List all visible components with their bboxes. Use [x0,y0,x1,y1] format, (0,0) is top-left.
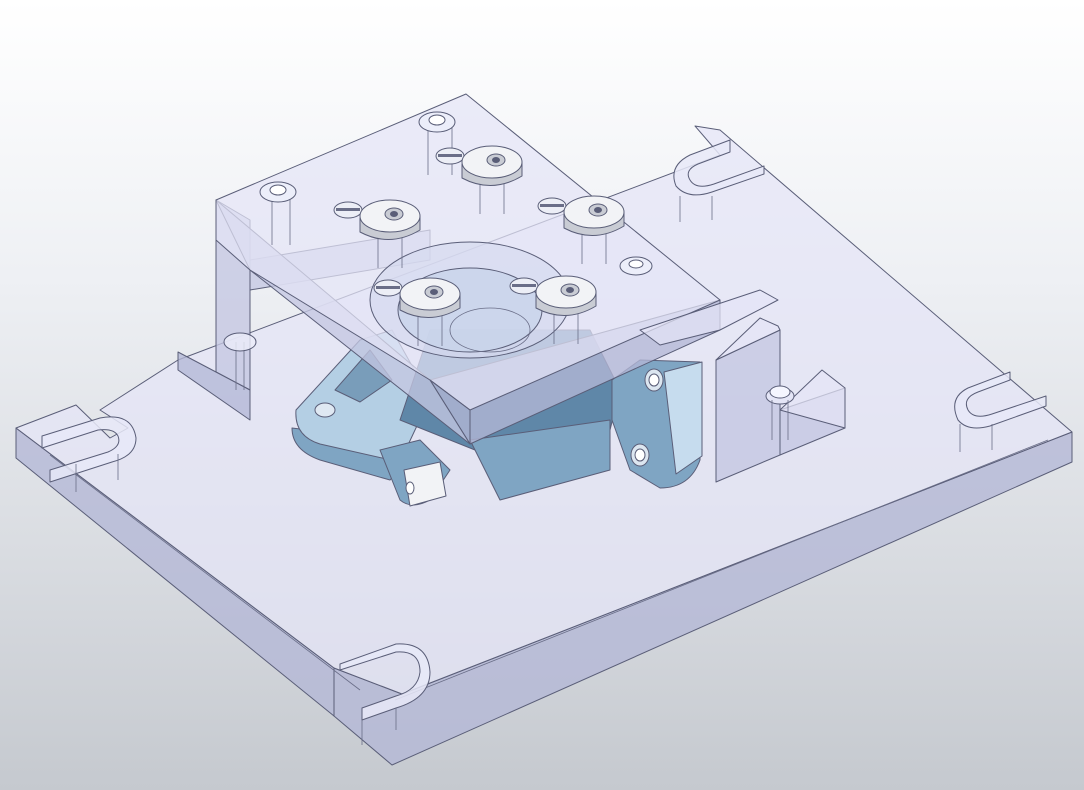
base-plate-hidden-edge-2 [394,439,1049,701]
workpiece-center-front [469,419,611,501]
clamp-screw[interactable] [509,275,597,344]
u-slot-back [673,139,765,222]
clamp-screw[interactable] [333,199,421,268]
clamp-screw[interactable] [537,195,625,264]
u-slot-right [954,371,1047,452]
clamp-screw[interactable] [373,277,461,346]
u-slot-left [41,416,137,492]
fixture-block[interactable] [177,93,779,445]
clamp-screws[interactable] [333,145,625,346]
workpiece-left-hole [314,402,336,418]
right-support-block [715,317,846,483]
base-plate-hidden-edge [49,454,361,691]
u-slot-front [339,643,431,745]
workpiece-lower-tab-face [403,461,447,507]
clamp-screw[interactable] [435,145,523,214]
